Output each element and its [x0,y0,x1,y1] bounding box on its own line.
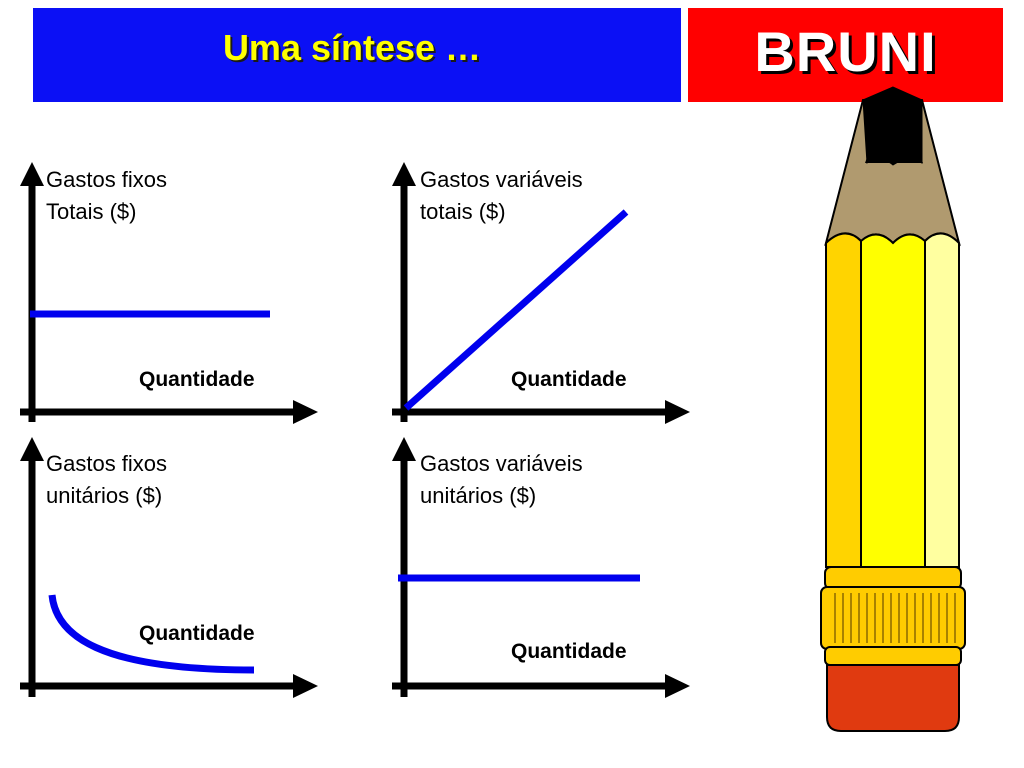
x-axis-arrow [293,674,318,698]
y-axis-arrow [20,437,44,461]
x-axis-label: Quantidade [139,622,255,645]
chart-fixed-total: Gastos fixos Totais ($) Quantidade [18,160,318,430]
y-axis-label: Gastos fixos Totais ($) [46,167,168,224]
chart-variable-unit-svg [392,437,690,698]
y-axis-label: Gastos fixos unitários ($) [46,451,168,508]
x-axis-label: Quantidade [511,640,627,663]
y-axis-arrow [20,162,44,186]
chart-fixed-total-svg [20,162,318,424]
y-axis-arrow [392,437,416,461]
chart-variable-unit: Gastos variáveis unitários ($) Quantidad… [390,435,690,705]
x-axis-label: Quantidade [511,368,627,391]
page-title: Uma síntese … [222,27,482,68]
x-axis-label: Quantidade [139,368,255,391]
chart-variable-total-svg [392,162,690,424]
y-axis-arrow [392,162,416,186]
x-axis-arrow [665,400,690,424]
x-axis-arrow [293,400,318,424]
brand-box: BRUNI [688,8,1003,102]
y-axis-label: Gastos variáveis unitários ($) [420,451,583,508]
chart-fixed-unit-svg [20,437,318,698]
brand-logo: BRUNI [754,19,937,83]
y-axis-label: Gastos variáveis totais ($) [420,167,583,224]
x-axis-arrow [665,674,690,698]
title-bar: Uma síntese … [33,8,681,102]
pencil-icon [820,86,966,732]
chart-variable-total: Gastos variáveis totais ($) Quantidade [390,160,690,430]
cost-curve [48,594,255,674]
cost-line [403,209,629,411]
chart-fixed-unit: Gastos fixos unitários ($) Quantidade [18,435,318,705]
